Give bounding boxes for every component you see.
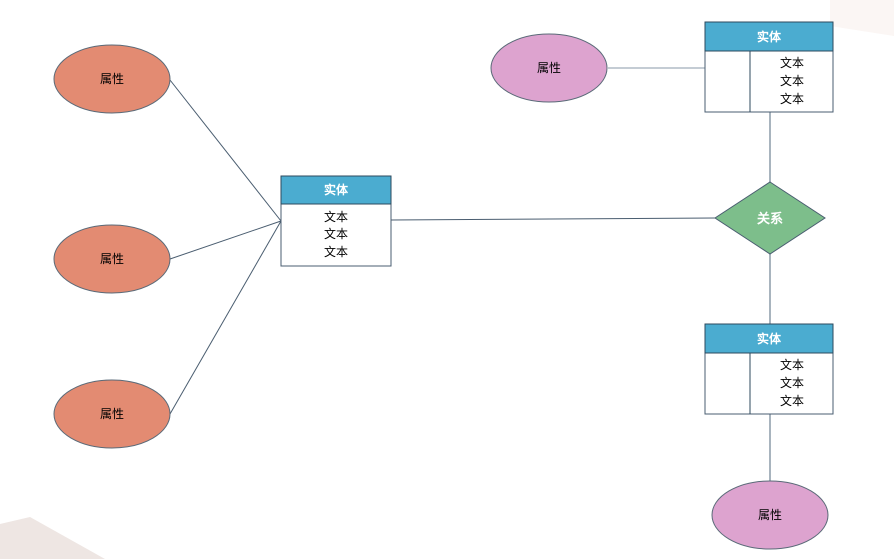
attribute-label: 属性 — [100, 252, 124, 266]
entity-row: 文本 — [780, 393, 804, 408]
entity-row: 文本 — [324, 226, 348, 241]
entity-node[interactable]: 实体 文本 文本 文本 — [280, 175, 392, 267]
entity-title: 实体 — [757, 331, 782, 346]
attribute-label: 属性 — [100, 407, 124, 421]
entity-row: 文本 — [324, 244, 348, 259]
entity-node[interactable]: 实体 文本 文本 文本 — [704, 323, 834, 415]
attribute-label: 属性 — [758, 508, 782, 522]
connector-entity1-relation — [390, 217, 716, 221]
entity-row: 文本 — [780, 55, 804, 70]
entity-row: 文本 — [324, 209, 348, 224]
attribute-node[interactable]: 属性 — [53, 44, 171, 114]
connector-attr2-entity1 — [169, 220, 282, 260]
corner-decoration-top-right — [830, 0, 894, 36]
connectors — [169, 67, 771, 481]
relation-node[interactable]: 关系 — [714, 181, 826, 255]
attribute-node[interactable]: 属性 — [711, 480, 829, 550]
connector-attr3-entity1 — [169, 220, 282, 415]
relation-label: 关系 — [757, 211, 783, 227]
entity-row: 文本 — [780, 73, 804, 88]
attribute-label: 属性 — [537, 61, 561, 75]
attribute-label: 属性 — [100, 72, 124, 86]
entity-row: 文本 — [780, 357, 804, 372]
attribute-node[interactable]: 属性 — [53, 379, 171, 449]
entity-node[interactable]: 实体 文本 文本 文本 — [704, 21, 834, 113]
connector-attr1-entity1 — [169, 79, 282, 222]
corner-decoration-bottom-left — [0, 517, 105, 559]
entity-row: 文本 — [780, 375, 804, 390]
attribute-node[interactable]: 属性 — [490, 33, 608, 103]
entity-title: 实体 — [757, 29, 782, 44]
entity-title: 实体 — [324, 182, 349, 197]
entity-row: 文本 — [780, 91, 804, 106]
attribute-node[interactable]: 属性 — [53, 224, 171, 294]
